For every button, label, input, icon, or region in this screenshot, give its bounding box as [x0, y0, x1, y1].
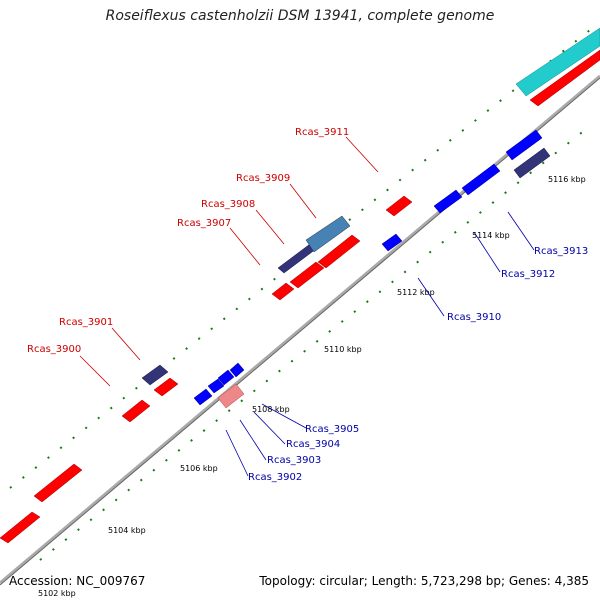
tick-label-5106: 5106 kbp: [180, 464, 218, 473]
gene-arrow[interactable]: [0, 511, 41, 544]
label-leaders: [79, 136, 535, 477]
reverse-gene-labels: Rcas_3913 Rcas_3912 Rcas_3910 Rcas_3905 …: [248, 246, 588, 483]
forward-other-features: [141, 27, 600, 386]
tick-label-5116: 5116 kbp: [548, 175, 586, 184]
gene-arrow[interactable]: [153, 377, 179, 397]
rna-feature[interactable]: [141, 364, 169, 386]
tick-label-5104: 5104 kbp: [108, 526, 146, 535]
gene-arrow[interactable]: [193, 388, 213, 406]
gene-arrow[interactable]: [121, 399, 151, 423]
gene-arrow[interactable]: [529, 49, 600, 107]
gene-label-rcas-3902[interactable]: Rcas_3902: [248, 472, 302, 483]
map-title: Roseiflexus castenholzii DSM 13941, comp…: [105, 8, 495, 24]
forward-genes: [0, 49, 600, 544]
gene-arrow[interactable]: [317, 234, 361, 269]
gene-label-rcas-3901[interactable]: Rcas_3901: [59, 317, 113, 328]
gene-arrow[interactable]: [385, 195, 413, 217]
pseudo-feature[interactable]: [217, 383, 245, 409]
gene-arrow[interactable]: [289, 261, 325, 289]
gene-label-rcas-3904[interactable]: Rcas_3904: [286, 439, 340, 450]
gene-label-rcas-3911[interactable]: Rcas_3911: [295, 127, 349, 138]
gene-arrow[interactable]: [381, 233, 403, 252]
tick-label-5102: 5102 kbp: [38, 589, 76, 598]
accession-label: Accession: NC_009767: [9, 574, 146, 588]
tick-label-5112: 5112 kbp: [397, 288, 435, 297]
gene-label-rcas-3910[interactable]: Rcas_3910: [447, 312, 501, 323]
gene-arrow[interactable]: [461, 163, 501, 196]
gene-arrow[interactable]: [33, 463, 83, 503]
gene-label-rcas-3905[interactable]: Rcas_3905: [305, 424, 359, 435]
gene-label-rcas-3900[interactable]: Rcas_3900: [27, 344, 81, 355]
forward-gene-labels: Rcas_3911 Rcas_3909 Rcas_3908 Rcas_3907 …: [27, 127, 349, 355]
tick-label-5114: 5114 kbp: [472, 231, 510, 240]
tick-label-5108: 5108 kbp: [252, 405, 290, 414]
reverse-other-features: [217, 147, 551, 409]
genome-backbone: [0, 74, 600, 586]
gene-label-rcas-3907[interactable]: Rcas_3907: [177, 218, 231, 229]
scale-tick-labels: 5102 kbp 5104 kbp 5106 kbp 5108 kbp 5110…: [38, 175, 586, 598]
gene-label-rcas-3909[interactable]: Rcas_3909: [236, 173, 290, 184]
misc-feature[interactable]: [305, 215, 351, 253]
gene-label-rcas-3913[interactable]: Rcas_3913: [534, 246, 588, 257]
gene-arrow[interactable]: [271, 282, 295, 301]
gene-arrow[interactable]: [505, 129, 543, 161]
gene-label-rcas-3912[interactable]: Rcas_3912: [501, 269, 555, 280]
tick-label-5110: 5110 kbp: [324, 345, 362, 354]
gene-arrow[interactable]: [207, 378, 225, 394]
gene-arrow[interactable]: [229, 362, 245, 378]
topology-summary: Topology: circular; Length: 5,723,298 bp…: [259, 574, 589, 588]
outer-tick-row-bottom: [39, 125, 591, 561]
repeat-feature[interactable]: [515, 27, 600, 97]
rna-feature[interactable]: [513, 147, 551, 179]
gene-arrow[interactable]: [217, 369, 235, 386]
gene-arrow[interactable]: [433, 189, 463, 214]
reverse-genes: [193, 129, 543, 406]
gene-label-rcas-3908[interactable]: Rcas_3908: [201, 199, 255, 210]
gene-label-rcas-3903[interactable]: Rcas_3903: [267, 455, 321, 466]
